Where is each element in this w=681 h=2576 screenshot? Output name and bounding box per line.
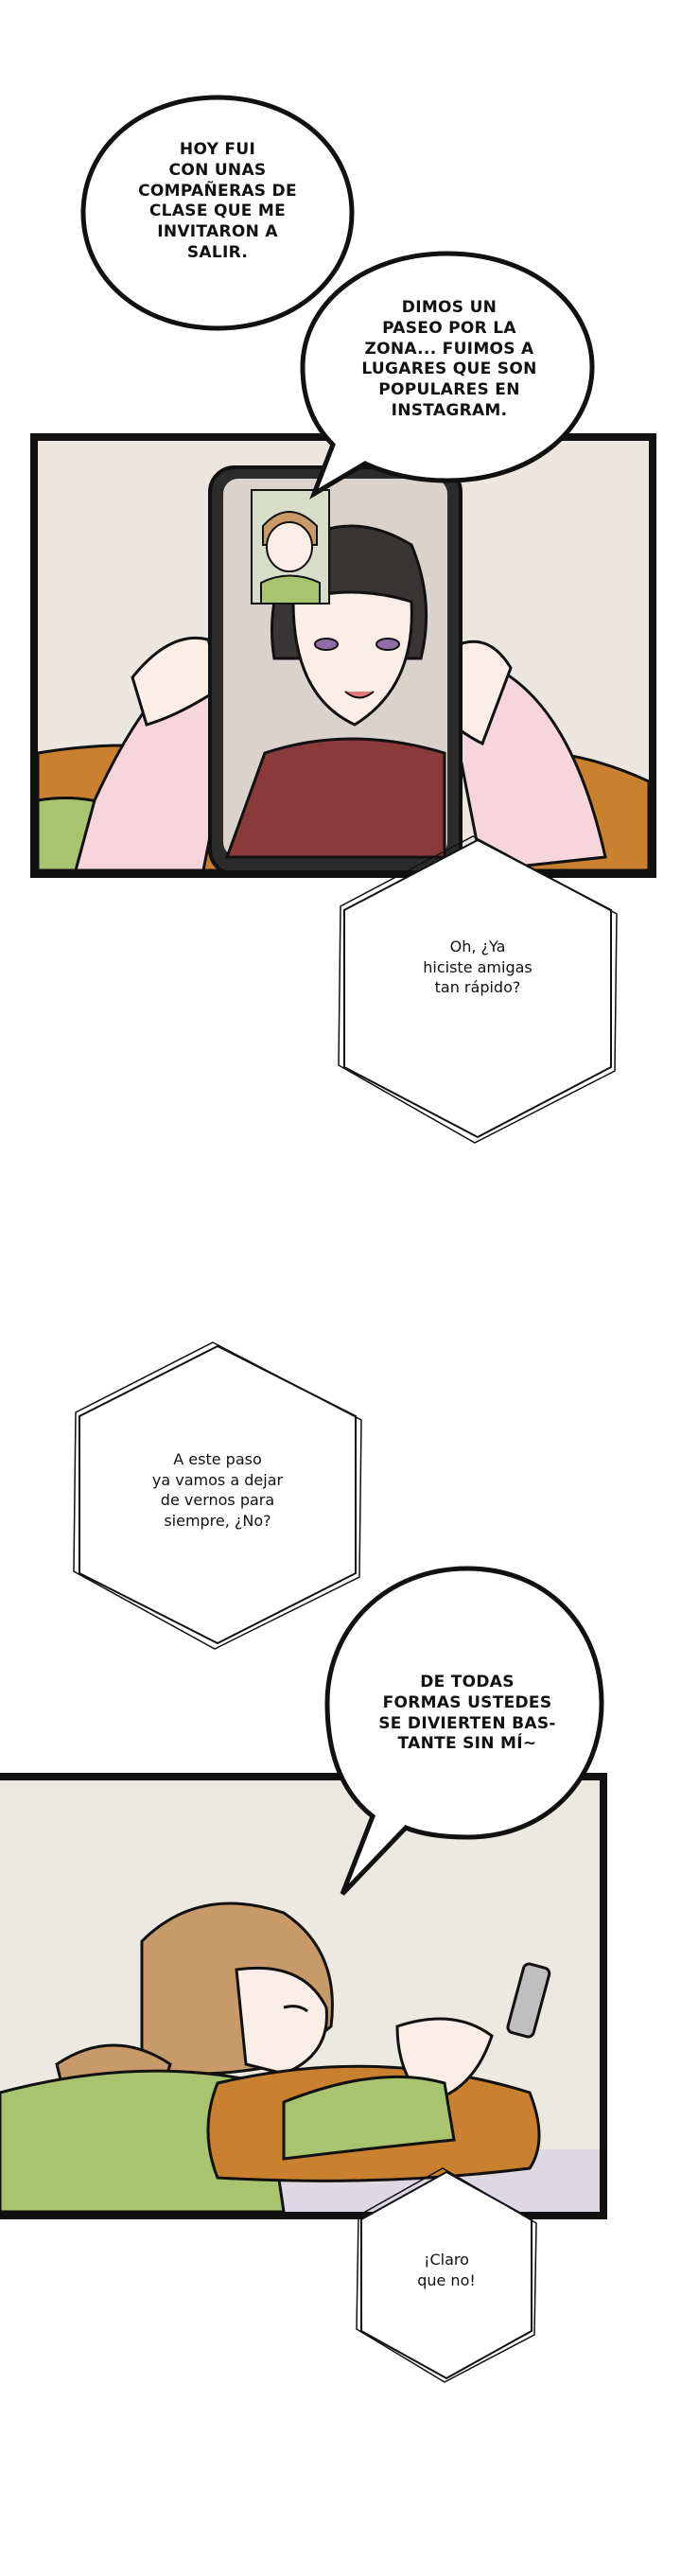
girl-phone	[506, 1962, 551, 2039]
friend-shirt	[224, 737, 446, 859]
phone-voice-1-shape	[338, 835, 618, 1144]
girl-arm	[282, 2075, 456, 2161]
speech-bubble-1: Hoy fui con unas compañeras de clase que…	[138, 140, 297, 262]
speech-bubble-2: Dimos un paseo por la zona... Fuimos a l…	[361, 298, 537, 420]
girl-lying-illustration	[0, 1780, 600, 2212]
friend-face	[291, 590, 413, 727]
panel-video-call	[30, 433, 656, 878]
video-call-illustration	[38, 441, 649, 870]
speech-bubble-2-shape	[300, 251, 595, 499]
speech-bubble-3: De todas formas ustedes se divierten bas…	[378, 1673, 556, 1754]
girl-face	[235, 1966, 328, 2076]
phone-voice-3: ¡Claro que no!	[417, 2251, 476, 2289]
phone-voice-2-shape	[73, 1341, 362, 1650]
phone-voice-1: Oh, ¿Ya hiciste amigas tan rápido?	[423, 938, 533, 997]
phone-voice-3-shape	[356, 2167, 537, 2383]
speech-bubble-1-shape	[80, 95, 355, 331]
phone-voice-2: A este paso ya vamos a dejar de vernos p…	[151, 1450, 284, 1530]
speech-bubble-3-shape	[324, 1566, 604, 1896]
panel-girl-lying	[0, 1773, 607, 2219]
